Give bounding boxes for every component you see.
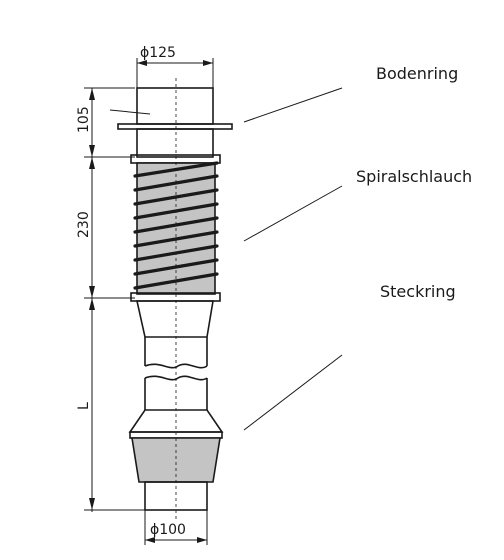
bodenring-leader <box>243 87 343 123</box>
spiralschlauch-part <box>130 154 221 302</box>
ring-height-label: 105 <box>76 106 92 133</box>
callouts: Bodenring Spiralschlauch Steckring <box>243 64 472 431</box>
spiralschlauch-label: Spiralschlauch <box>356 167 472 186</box>
top-diameter-label: ϕ125 <box>140 45 176 61</box>
bodenring-part <box>109 87 233 158</box>
bottom-diameter-label: ϕ100 <box>150 522 186 538</box>
steckring-label: Steckring <box>380 282 456 301</box>
top-diameter-dimension: ϕ125 <box>136 45 214 88</box>
lower-pipe-part <box>128 300 224 511</box>
spiralschlauch-leader <box>243 185 343 242</box>
vertical-dimension-chain: 105 230 L <box>76 87 145 512</box>
bottom-diameter-dimension: ϕ100 <box>144 510 208 545</box>
length-label: L <box>76 402 92 410</box>
bodenring-label: Bodenring <box>376 64 458 83</box>
hose-height-label: 230 <box>76 211 92 238</box>
steckring-leader <box>243 354 343 431</box>
